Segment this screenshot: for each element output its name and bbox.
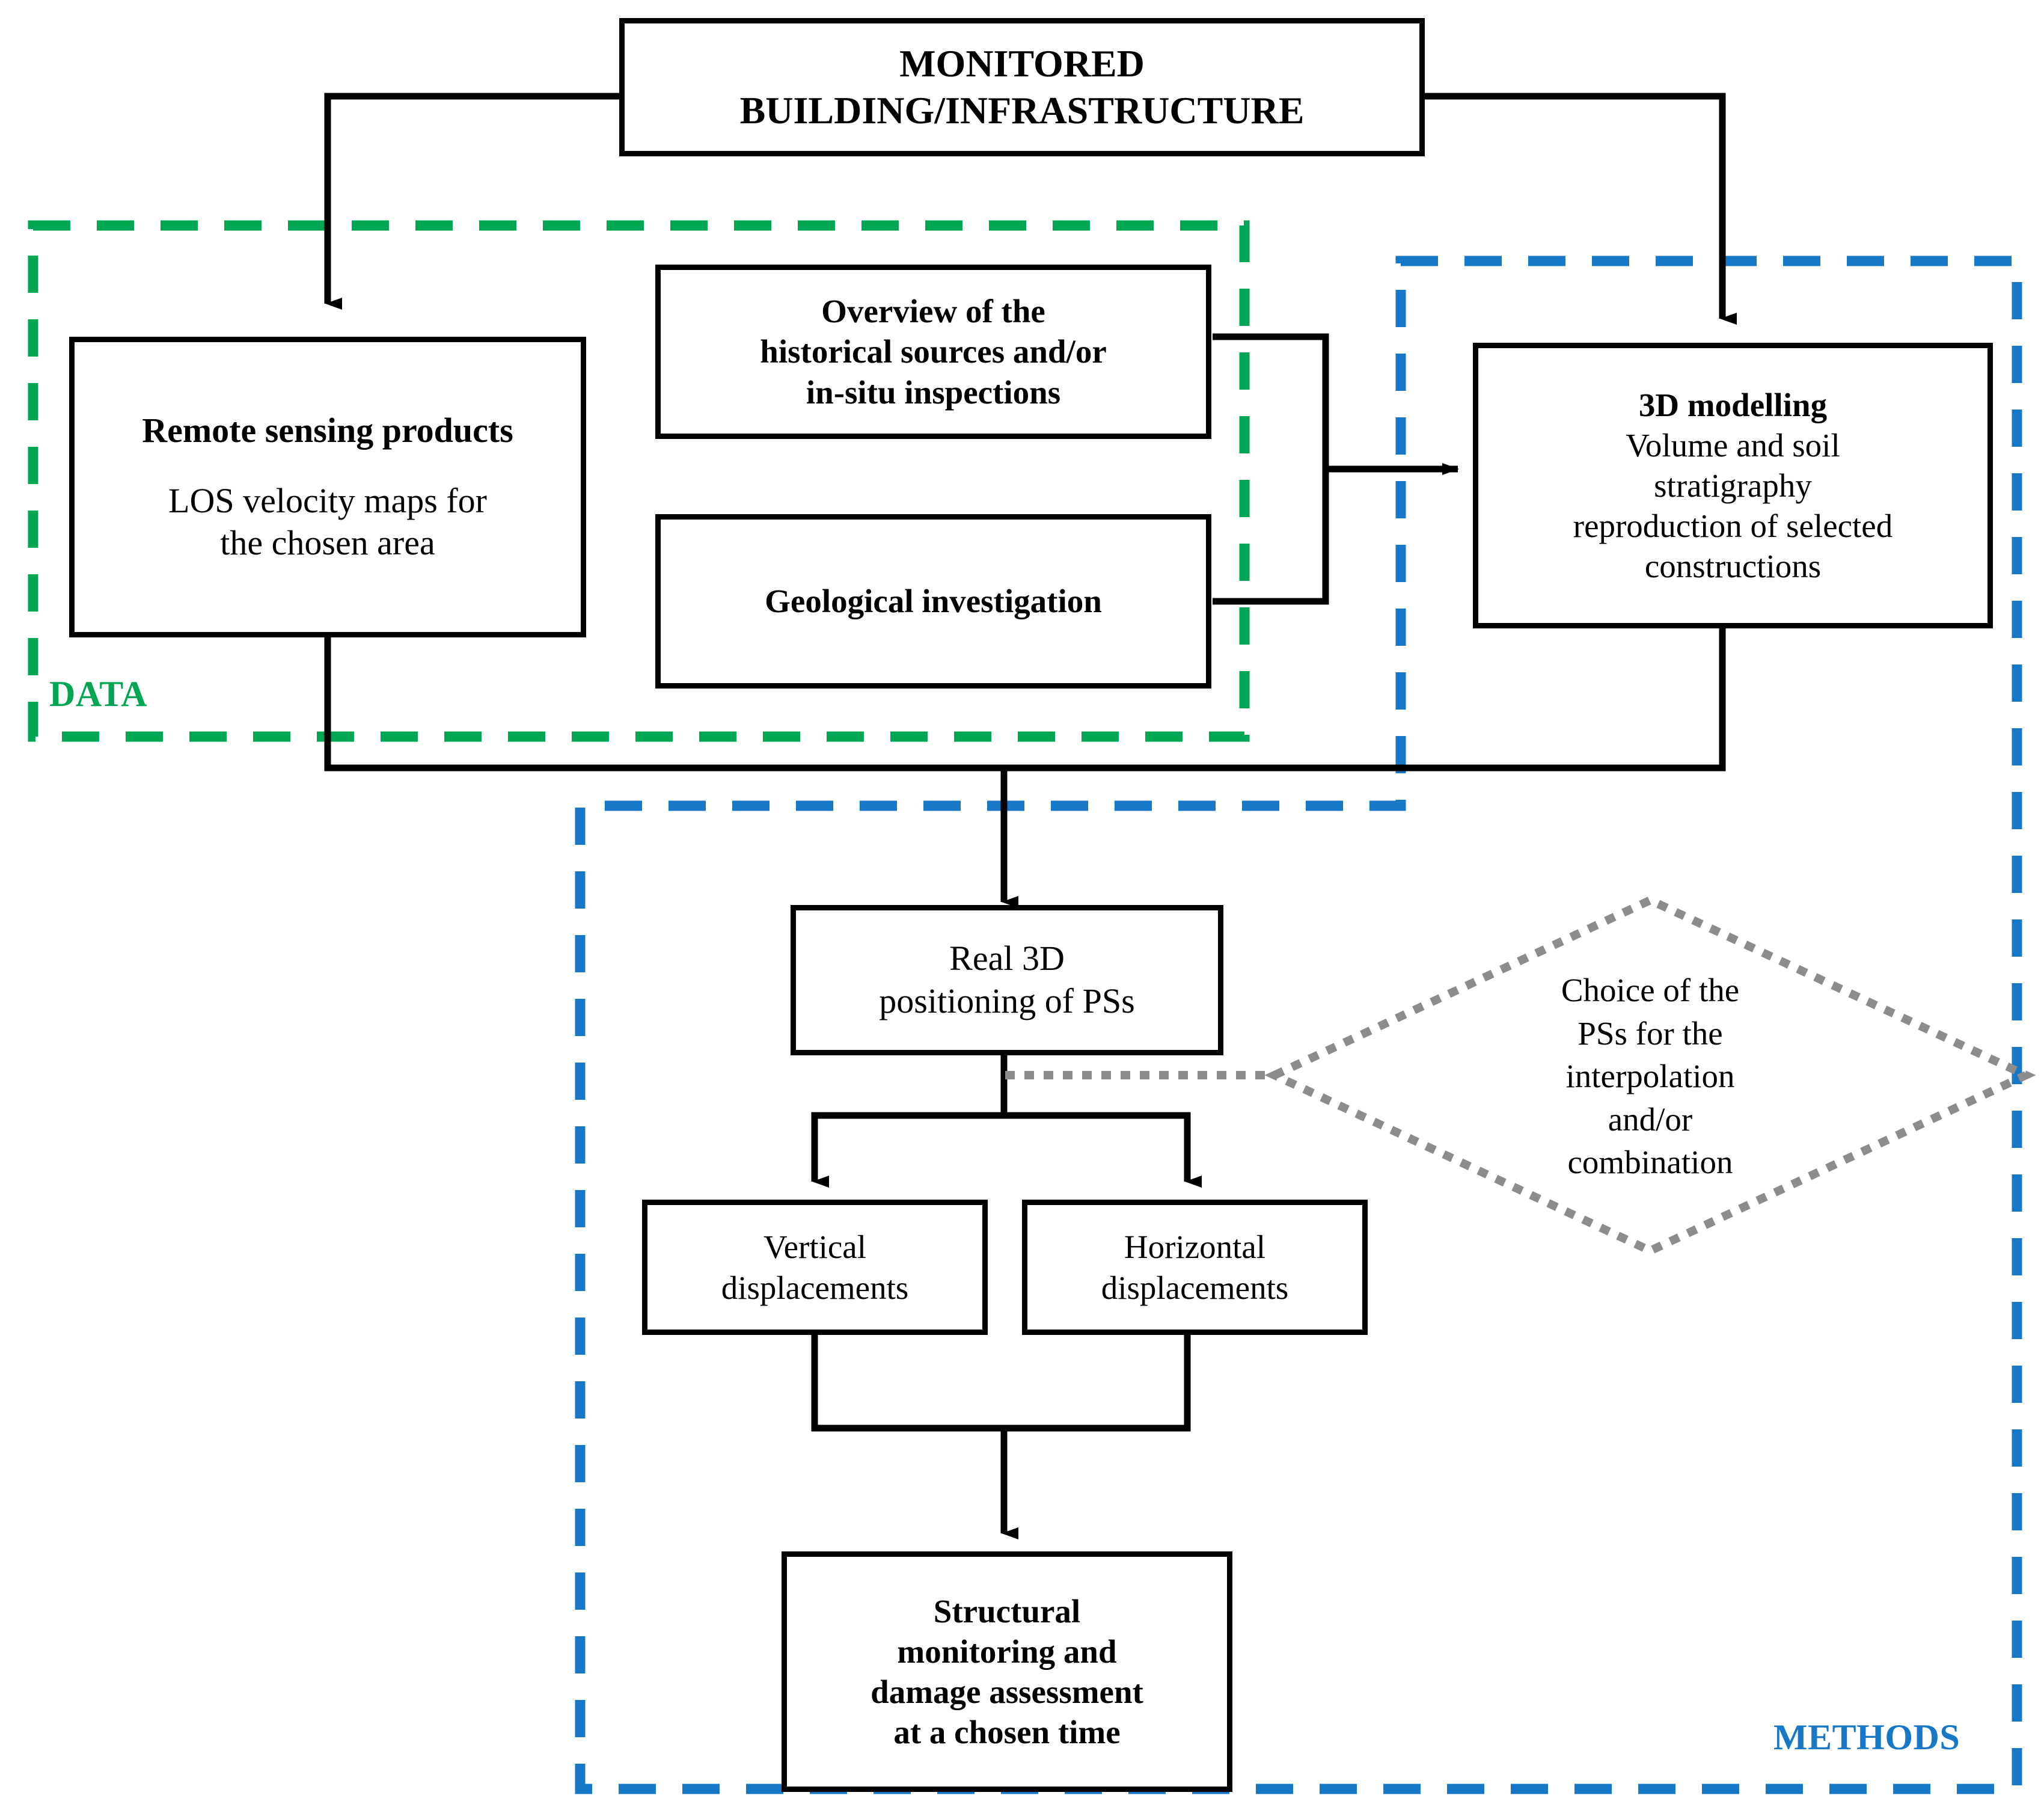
node-line: Overview of the <box>821 293 1045 330</box>
node-choice-of-ps[interactable]: Choice of the PSs for the interpolation … <box>1440 938 1861 1215</box>
node-overview-historical-sources[interactable]: Overview of the historical sources and/o… <box>655 265 1211 439</box>
node-line: monitoring and <box>897 1633 1117 1670</box>
node-line: the chosen area <box>220 523 435 563</box>
decision-diamond-shape <box>1264 895 2036 1256</box>
node-line: Choice of the <box>1561 972 1740 1009</box>
node-remote-sensing-products[interactable]: Remote sensing products LOS velocity map… <box>69 337 586 637</box>
node-line: in-situ inspections <box>806 373 1061 411</box>
node-3d-modelling[interactable]: 3D modelling Volume and soil stratigraph… <box>1473 343 1993 628</box>
node-line: LOS velocity maps for <box>168 480 487 520</box>
node-line: combination <box>1567 1144 1733 1181</box>
node-line: Structural <box>933 1592 1081 1630</box>
node-line: positioning of PSs <box>879 981 1135 1020</box>
node-structural-monitoring[interactable]: Structural monitoring and damage assessm… <box>782 1551 1232 1792</box>
node-line: Vertical <box>763 1229 866 1266</box>
node-line: at a chosen time <box>893 1714 1121 1751</box>
node-line: Volume and soil <box>1626 426 1840 464</box>
node-line: Horizontal <box>1124 1229 1266 1266</box>
edge-sources-to-3d-modelling <box>1213 333 1459 605</box>
node-line: 3D modelling <box>1638 386 1828 423</box>
node-line: PSs for the <box>1577 1014 1723 1052</box>
node-line: historical sources and/or <box>760 333 1107 370</box>
node-horizontal-displacements[interactable]: Horizontal displacements <box>1022 1200 1368 1335</box>
node-line: Remote sensing products <box>142 410 513 450</box>
edge-monitored-to-remote-sensing <box>324 93 619 310</box>
node-line: displacements <box>721 1269 909 1306</box>
node-monitored-building-infrastructure[interactable]: MONITORED BUILDING/INFRASTRUCTURE <box>619 18 1425 156</box>
node-line: interpolation <box>1565 1058 1735 1095</box>
node-vertical-displacements[interactable]: Vertical displacements <box>642 1200 988 1335</box>
node-line: BUILDING/INFRASTRUCTURE <box>739 89 1305 132</box>
edge-real3d-to-displacements <box>811 1052 1202 1188</box>
node-line: displacements <box>1101 1269 1289 1306</box>
node-line: MONITORED <box>899 41 1145 85</box>
zone-label-methods: METHODS <box>1773 1717 1960 1757</box>
node-geological-investigation[interactable]: Geological investigation <box>655 514 1211 689</box>
node-line: Geological investigation <box>765 583 1102 620</box>
edge-monitored-to-3d-modelling <box>1425 93 1737 325</box>
node-line: stratigraphy <box>1654 467 1812 504</box>
zone-frame-data <box>28 220 1250 742</box>
edge-displacements-to-structural <box>811 1332 1191 1539</box>
zone-frame-methods <box>575 256 2022 1794</box>
node-real-3d-positioning[interactable]: Real 3D positioning of PSs <box>791 905 1223 1055</box>
node-line: reproduction of selected <box>1573 508 1893 545</box>
node-line: damage assessment <box>871 1673 1143 1710</box>
edge-merge-to-real3d <box>324 625 1726 908</box>
node-line: Real 3D <box>949 939 1065 978</box>
zone-label-data: DATA <box>49 674 148 714</box>
node-line: and/or <box>1608 1100 1693 1138</box>
node-line: constructions <box>1644 548 1822 585</box>
